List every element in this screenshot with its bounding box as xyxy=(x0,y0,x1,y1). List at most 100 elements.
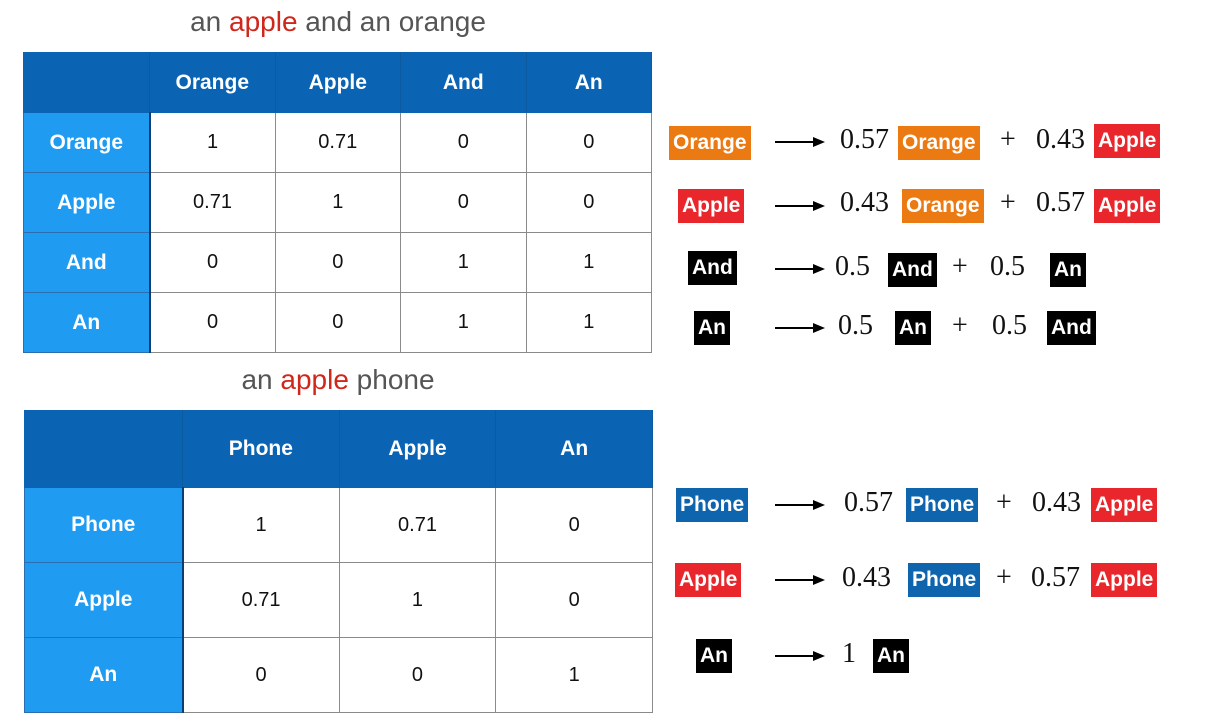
coefficient: 0.43 xyxy=(842,562,891,593)
token-badge: Orange xyxy=(898,126,980,160)
coefficient: 0.43 xyxy=(1036,124,1085,155)
table-cell: 0 xyxy=(400,172,527,233)
table-cell: 0.71 xyxy=(149,172,276,233)
title-bottom-post: phone xyxy=(348,364,435,395)
arrow-icon xyxy=(775,261,825,277)
coefficient: 0.57 xyxy=(840,124,889,155)
table-cell: 1 xyxy=(182,487,340,563)
token-badge: And xyxy=(1047,311,1096,345)
table-row: Phone 1 0.71 0 xyxy=(24,487,653,563)
coefficient: 0.43 xyxy=(840,187,889,218)
token-badge: And xyxy=(688,251,737,285)
table-cell: 0 xyxy=(182,637,340,713)
arrow-icon xyxy=(775,648,825,664)
table-row: And 0 0 1 1 xyxy=(23,232,652,293)
title-top-highlight: apple xyxy=(229,6,298,37)
title-top-pre: an xyxy=(190,6,230,37)
table-cell: 1 xyxy=(149,112,276,173)
table-corner xyxy=(24,410,183,488)
coefficient: 0.43 xyxy=(1032,487,1081,518)
coefficient: 0.57 xyxy=(1036,187,1085,218)
arrow-icon xyxy=(775,320,825,336)
title-top-post: and an orange xyxy=(297,6,486,37)
table-cell: 0 xyxy=(149,292,276,353)
arrow-icon xyxy=(775,572,825,588)
token-badge: Apple xyxy=(1091,488,1158,522)
table-cell: 0.71 xyxy=(338,487,497,563)
table-cell: 1 xyxy=(338,562,497,638)
table-cell: 0 xyxy=(274,232,401,293)
coefficient: 0.5 xyxy=(990,251,1025,282)
table-cell: 1 xyxy=(274,172,401,233)
token-badge: Apple xyxy=(1091,563,1158,597)
plus-icon: + xyxy=(952,251,968,282)
arrow-icon xyxy=(775,198,825,214)
column-header: Apple xyxy=(338,410,497,488)
coefficient: 0.5 xyxy=(835,251,870,282)
token-badge: Apple xyxy=(1094,189,1161,223)
plus-icon: + xyxy=(952,310,968,341)
token-badge: Orange xyxy=(902,189,984,223)
title-bottom-highlight: apple xyxy=(280,364,349,395)
column-header: And xyxy=(400,52,527,113)
coefficient: 1 xyxy=(842,638,856,669)
plus-icon: + xyxy=(996,562,1012,593)
table-cell: 0 xyxy=(338,637,497,713)
column-header: An xyxy=(525,52,652,113)
table-row: Apple 0.71 1 0 0 xyxy=(23,172,652,233)
table-cell: 0 xyxy=(149,232,276,293)
table-cell: 0 xyxy=(274,292,401,353)
table-cell: 1 xyxy=(525,232,652,293)
row-header: An xyxy=(23,292,151,353)
token-badge: An xyxy=(696,639,732,673)
token-badge: An xyxy=(1050,253,1086,287)
table-header-row: Phone Apple An xyxy=(24,410,653,488)
plus-icon: + xyxy=(1000,187,1016,218)
token-badge: An xyxy=(694,311,730,345)
table-cell: 0.71 xyxy=(182,562,340,638)
title-top: an apple and an orange xyxy=(0,6,676,38)
table-row: Apple 0.71 1 0 xyxy=(24,562,653,638)
column-header: Apple xyxy=(274,52,401,113)
coefficient: 0.5 xyxy=(992,310,1027,341)
coefficient: 0.57 xyxy=(844,487,893,518)
token-badge: Orange xyxy=(669,126,751,160)
table-cell: 1 xyxy=(400,292,527,353)
row-header: Phone xyxy=(24,487,184,563)
token-badge: Apple xyxy=(675,563,742,597)
arrow-icon xyxy=(775,134,825,150)
row-header: And xyxy=(23,232,151,293)
token-badge: And xyxy=(888,253,937,287)
row-header: An xyxy=(24,637,184,713)
row-header: Apple xyxy=(23,172,151,233)
token-badge: Apple xyxy=(678,189,745,223)
table-cell: 0 xyxy=(400,112,527,173)
token-badge: Phone xyxy=(676,488,749,522)
arrow-icon xyxy=(775,497,825,513)
table-row: An 0 0 1 xyxy=(24,637,653,713)
table-cell: 1 xyxy=(400,232,527,293)
table-cell: 0 xyxy=(525,112,652,173)
column-header: Orange xyxy=(149,52,276,113)
table-cell: 0 xyxy=(525,172,652,233)
row-header: Apple xyxy=(24,562,184,638)
table-cell: 0 xyxy=(495,487,653,563)
token-badge: An xyxy=(873,639,909,673)
title-bottom: an apple phone xyxy=(0,364,676,396)
table-cell: 1 xyxy=(525,292,652,353)
table-corner xyxy=(23,52,150,113)
plus-icon: + xyxy=(1000,124,1016,155)
token-badge: Apple xyxy=(1094,124,1161,158)
table-cell: 0 xyxy=(495,562,653,638)
table-cell: 0.71 xyxy=(274,112,401,173)
row-header: Orange xyxy=(23,112,151,173)
token-badge: Phone xyxy=(908,563,981,597)
column-header: An xyxy=(495,410,653,488)
similarity-table-bottom: Phone Apple An Phone 1 0.71 0 Apple 0.71… xyxy=(24,410,653,713)
similarity-table-top: Orange Apple And An Orange 1 0.71 0 0 Ap… xyxy=(23,52,652,353)
title-bottom-pre: an xyxy=(241,364,281,395)
plus-icon: + xyxy=(996,487,1012,518)
column-header: Phone xyxy=(182,410,340,488)
table-row: An 0 0 1 1 xyxy=(23,292,652,353)
coefficient: 0.57 xyxy=(1031,562,1080,593)
